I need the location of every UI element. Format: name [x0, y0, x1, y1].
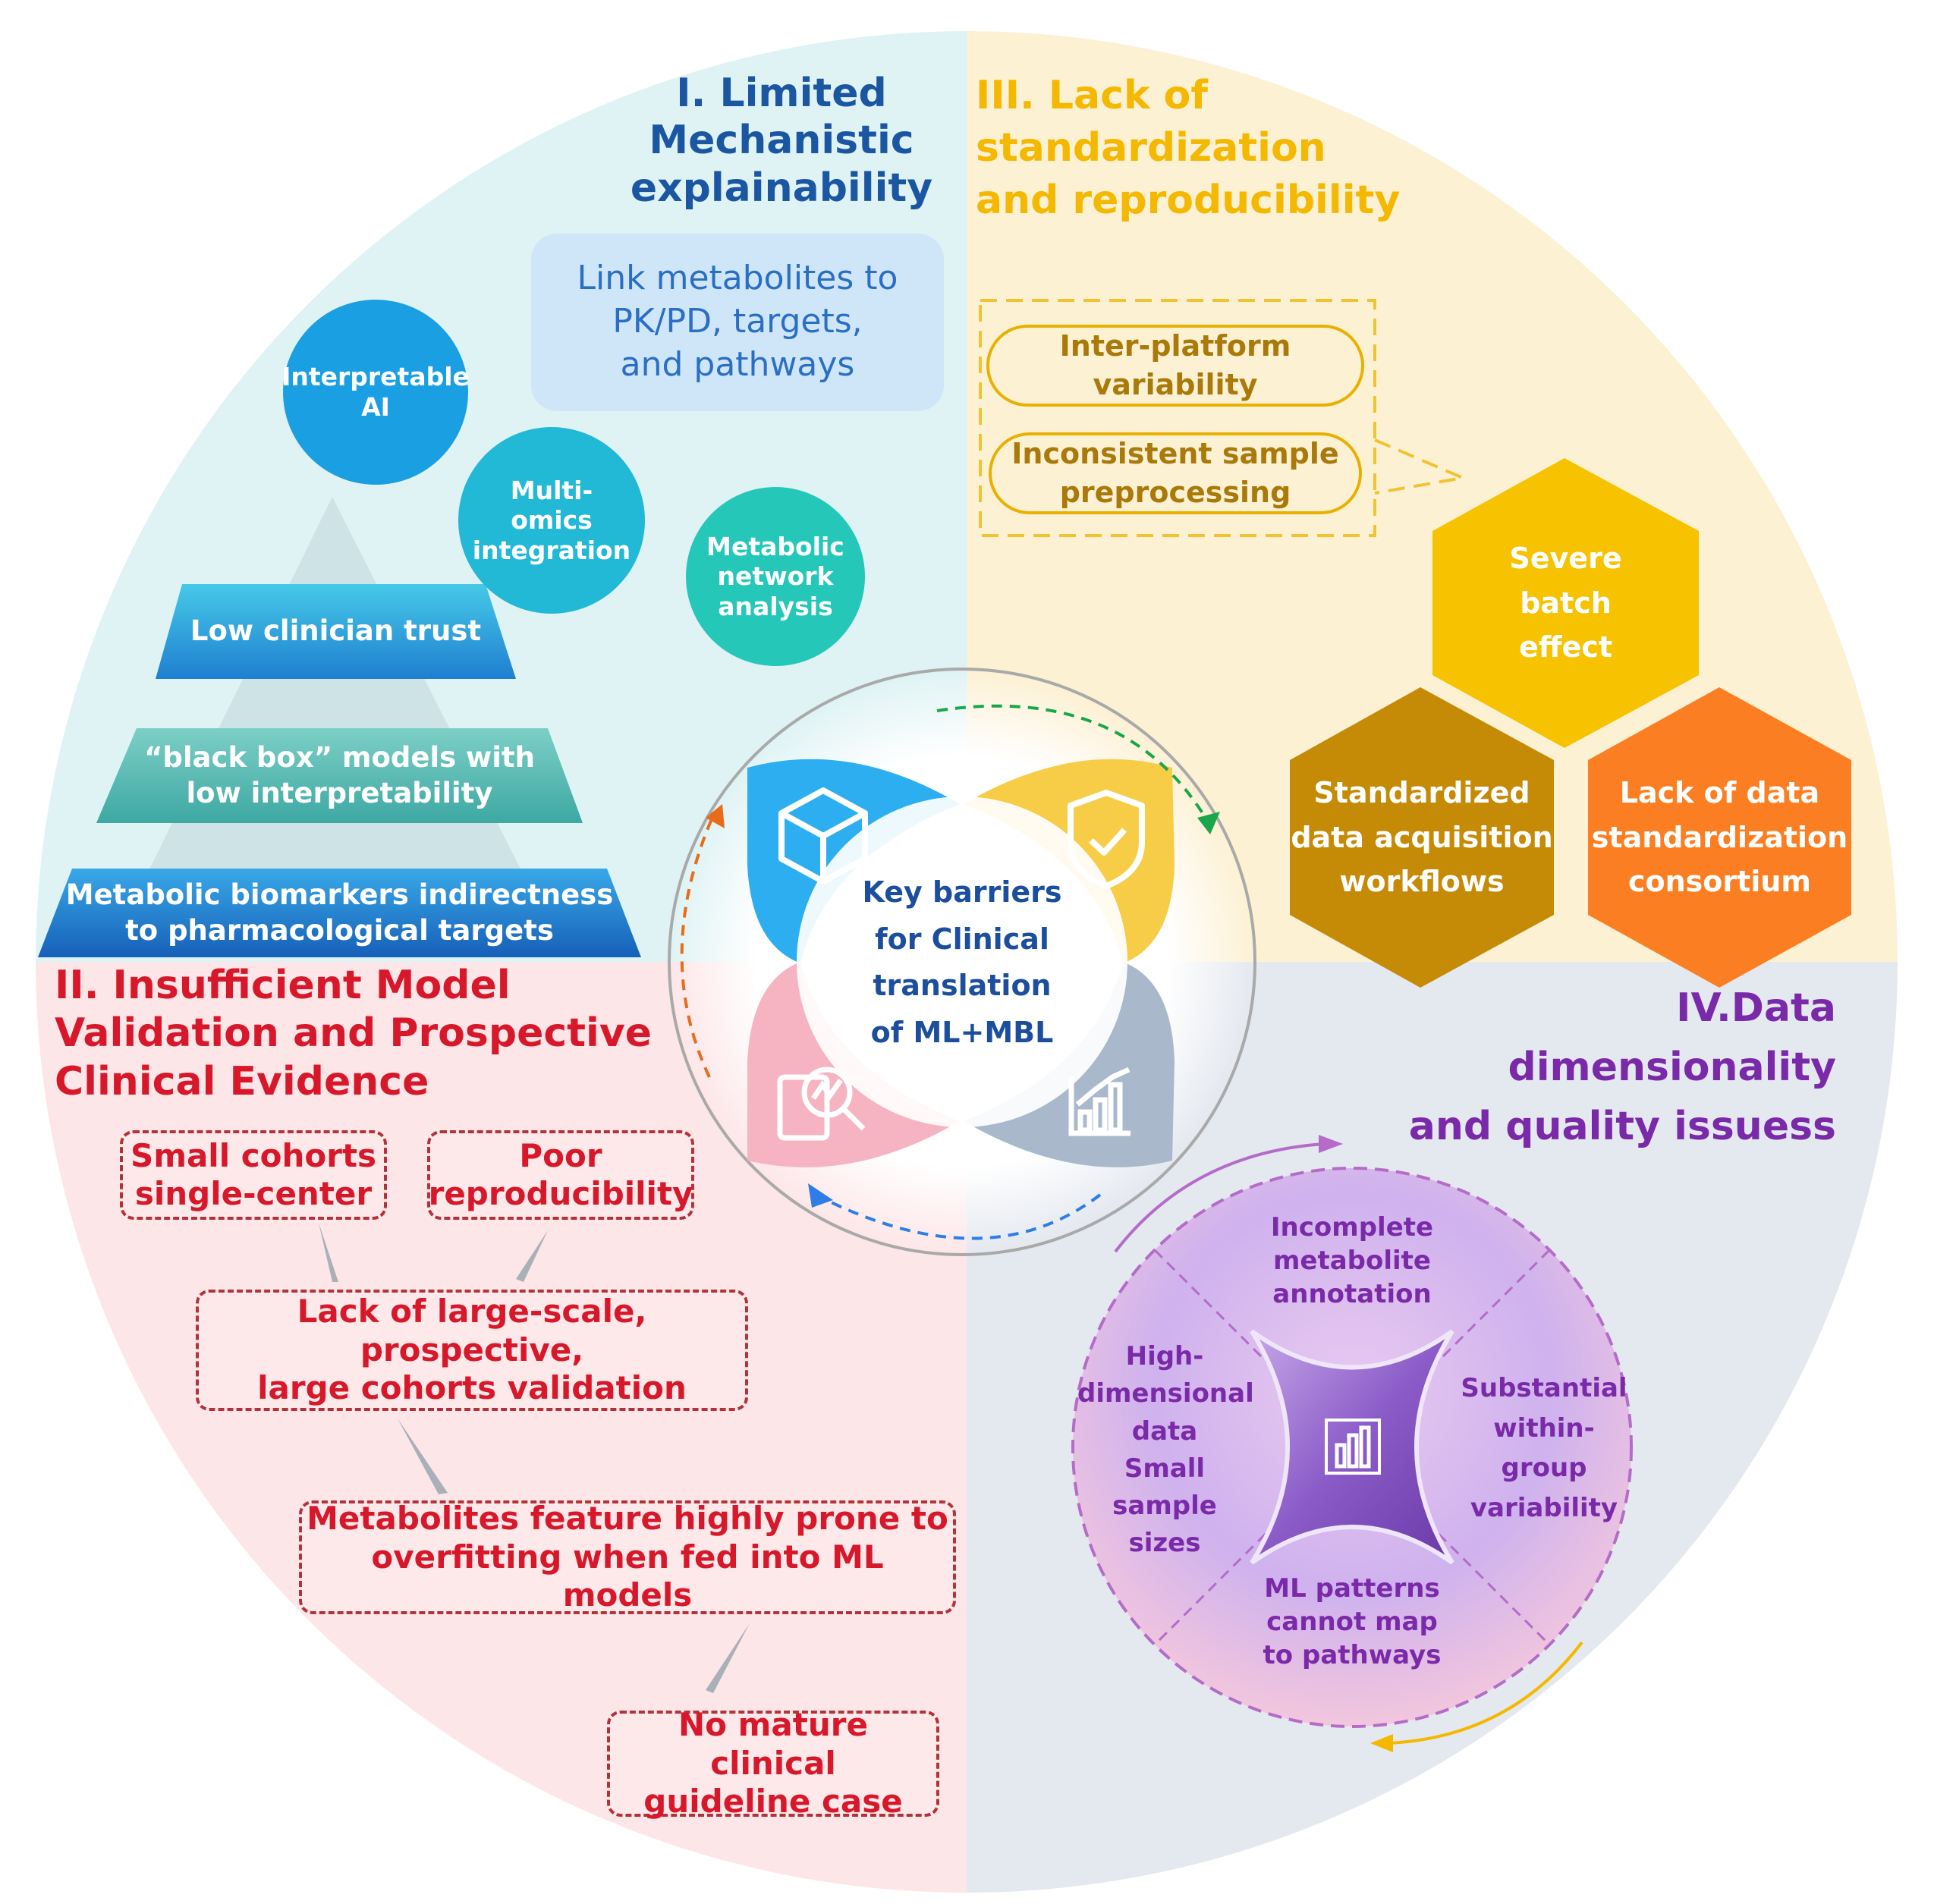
standardization-frame	[979, 299, 1376, 537]
box-lack-large-scale: Lack of large-scale, prospective, large …	[196, 1290, 748, 1411]
connector-3	[398, 1419, 448, 1494]
outer-circle	[34, 30, 1899, 1894]
box-overfitting: Metabolites feature highly prone to over…	[299, 1500, 956, 1614]
center-core	[797, 796, 1127, 1127]
arrow-blue	[815, 1193, 1102, 1240]
center-label: Key barriers for Clinical translation of…	[862, 875, 1062, 1049]
q1-title: I. Limited Mechanistic explainability	[630, 71, 933, 211]
tier-1-shape	[156, 584, 516, 679]
q4-chart-icon	[1325, 1419, 1381, 1475]
tier-biomarkers-indirectness: Metabolic biomarkers indirectness to pha…	[65, 878, 614, 947]
q2-title: II. Insufficient Model Validation and Pr…	[55, 963, 653, 1104]
pyramid-shadow	[106, 497, 565, 957]
circle-interpretable-ai: Interpretable AI	[281, 300, 470, 485]
shield-check-icon	[1068, 790, 1145, 889]
q4-arrow-purple	[1114, 1142, 1325, 1253]
segment-incomplete-annotation: Incomplete metabolite annotation	[1270, 1212, 1434, 1310]
segment-ml-patterns: ML patterns cannot map to pathways	[1263, 1573, 1442, 1671]
arrow-orange	[680, 815, 715, 1078]
connector-2	[516, 1230, 548, 1282]
q4-arrow-yellow	[1388, 1641, 1583, 1745]
q3-title: III. Lack of standardization and reprodu…	[976, 73, 1401, 224]
frame-pointer	[1374, 438, 1468, 495]
search-chart-icon	[777, 1067, 866, 1141]
pill-inconsistent-preprocessing: Inconsistent sample preprocessing	[989, 432, 1362, 514]
connector-1	[319, 1223, 338, 1282]
q4-title: IV.Data dimensionality and quality issue…	[1408, 985, 1836, 1149]
q4-arrow-purple-head	[1319, 1135, 1343, 1153]
q4-divider-2	[1153, 1249, 1551, 1646]
hexagon-standardized-workflows	[1290, 687, 1554, 988]
circle-metabolic-network: Metabolic network analysis	[686, 487, 865, 666]
pill-inter-platform: Inter-platform variability	[986, 325, 1364, 407]
hex-label-standardization-consortium: Lack of data standardization consortium	[1591, 775, 1848, 899]
box-poor-reproducibility: Poor reproducibility	[427, 1130, 694, 1220]
bar-chart-icon	[1068, 1067, 1131, 1136]
segment-high-dimensional: High- dimensional data Small sample size…	[1077, 1341, 1254, 1559]
q4-divider-1	[1153, 1249, 1551, 1646]
tier-2-shape	[96, 728, 583, 823]
hex-label-standardized-workflows: Standardized data acquisition workflows	[1291, 775, 1553, 899]
q4-star	[1250, 1329, 1454, 1565]
box-icon	[778, 787, 868, 884]
tier-3-shape	[38, 869, 641, 957]
box-small-cohorts: Small cohorts single-center	[120, 1130, 387, 1220]
q4-arrow-yellow-head	[1370, 1734, 1393, 1752]
tier-black-box-models: “black box” models with low interpretabi…	[144, 741, 535, 809]
circle-multi-omics: Multi- omics integration	[458, 427, 645, 614]
link-box-text: Link metabolites to PK/PD, targets, and …	[577, 259, 898, 385]
hex-label-severe-batch: Severe batch effect	[1509, 541, 1622, 665]
box-no-guideline: No mature clinical guideline case	[607, 1706, 939, 1820]
arrow-blue-head	[808, 1183, 833, 1208]
hexagon-severe-batch-effect	[1432, 458, 1699, 748]
hexagon-standardization-consortium	[1588, 687, 1851, 988]
arrow-orange-head	[706, 804, 725, 828]
segment-within-group-variability: Substantial within- group variability	[1461, 1373, 1627, 1524]
connector-4	[706, 1623, 750, 1693]
link-box-bg	[531, 234, 944, 411]
tier-low-clinician-trust: Low clinician trust	[190, 614, 482, 648]
arrow-green-head	[1197, 812, 1220, 834]
